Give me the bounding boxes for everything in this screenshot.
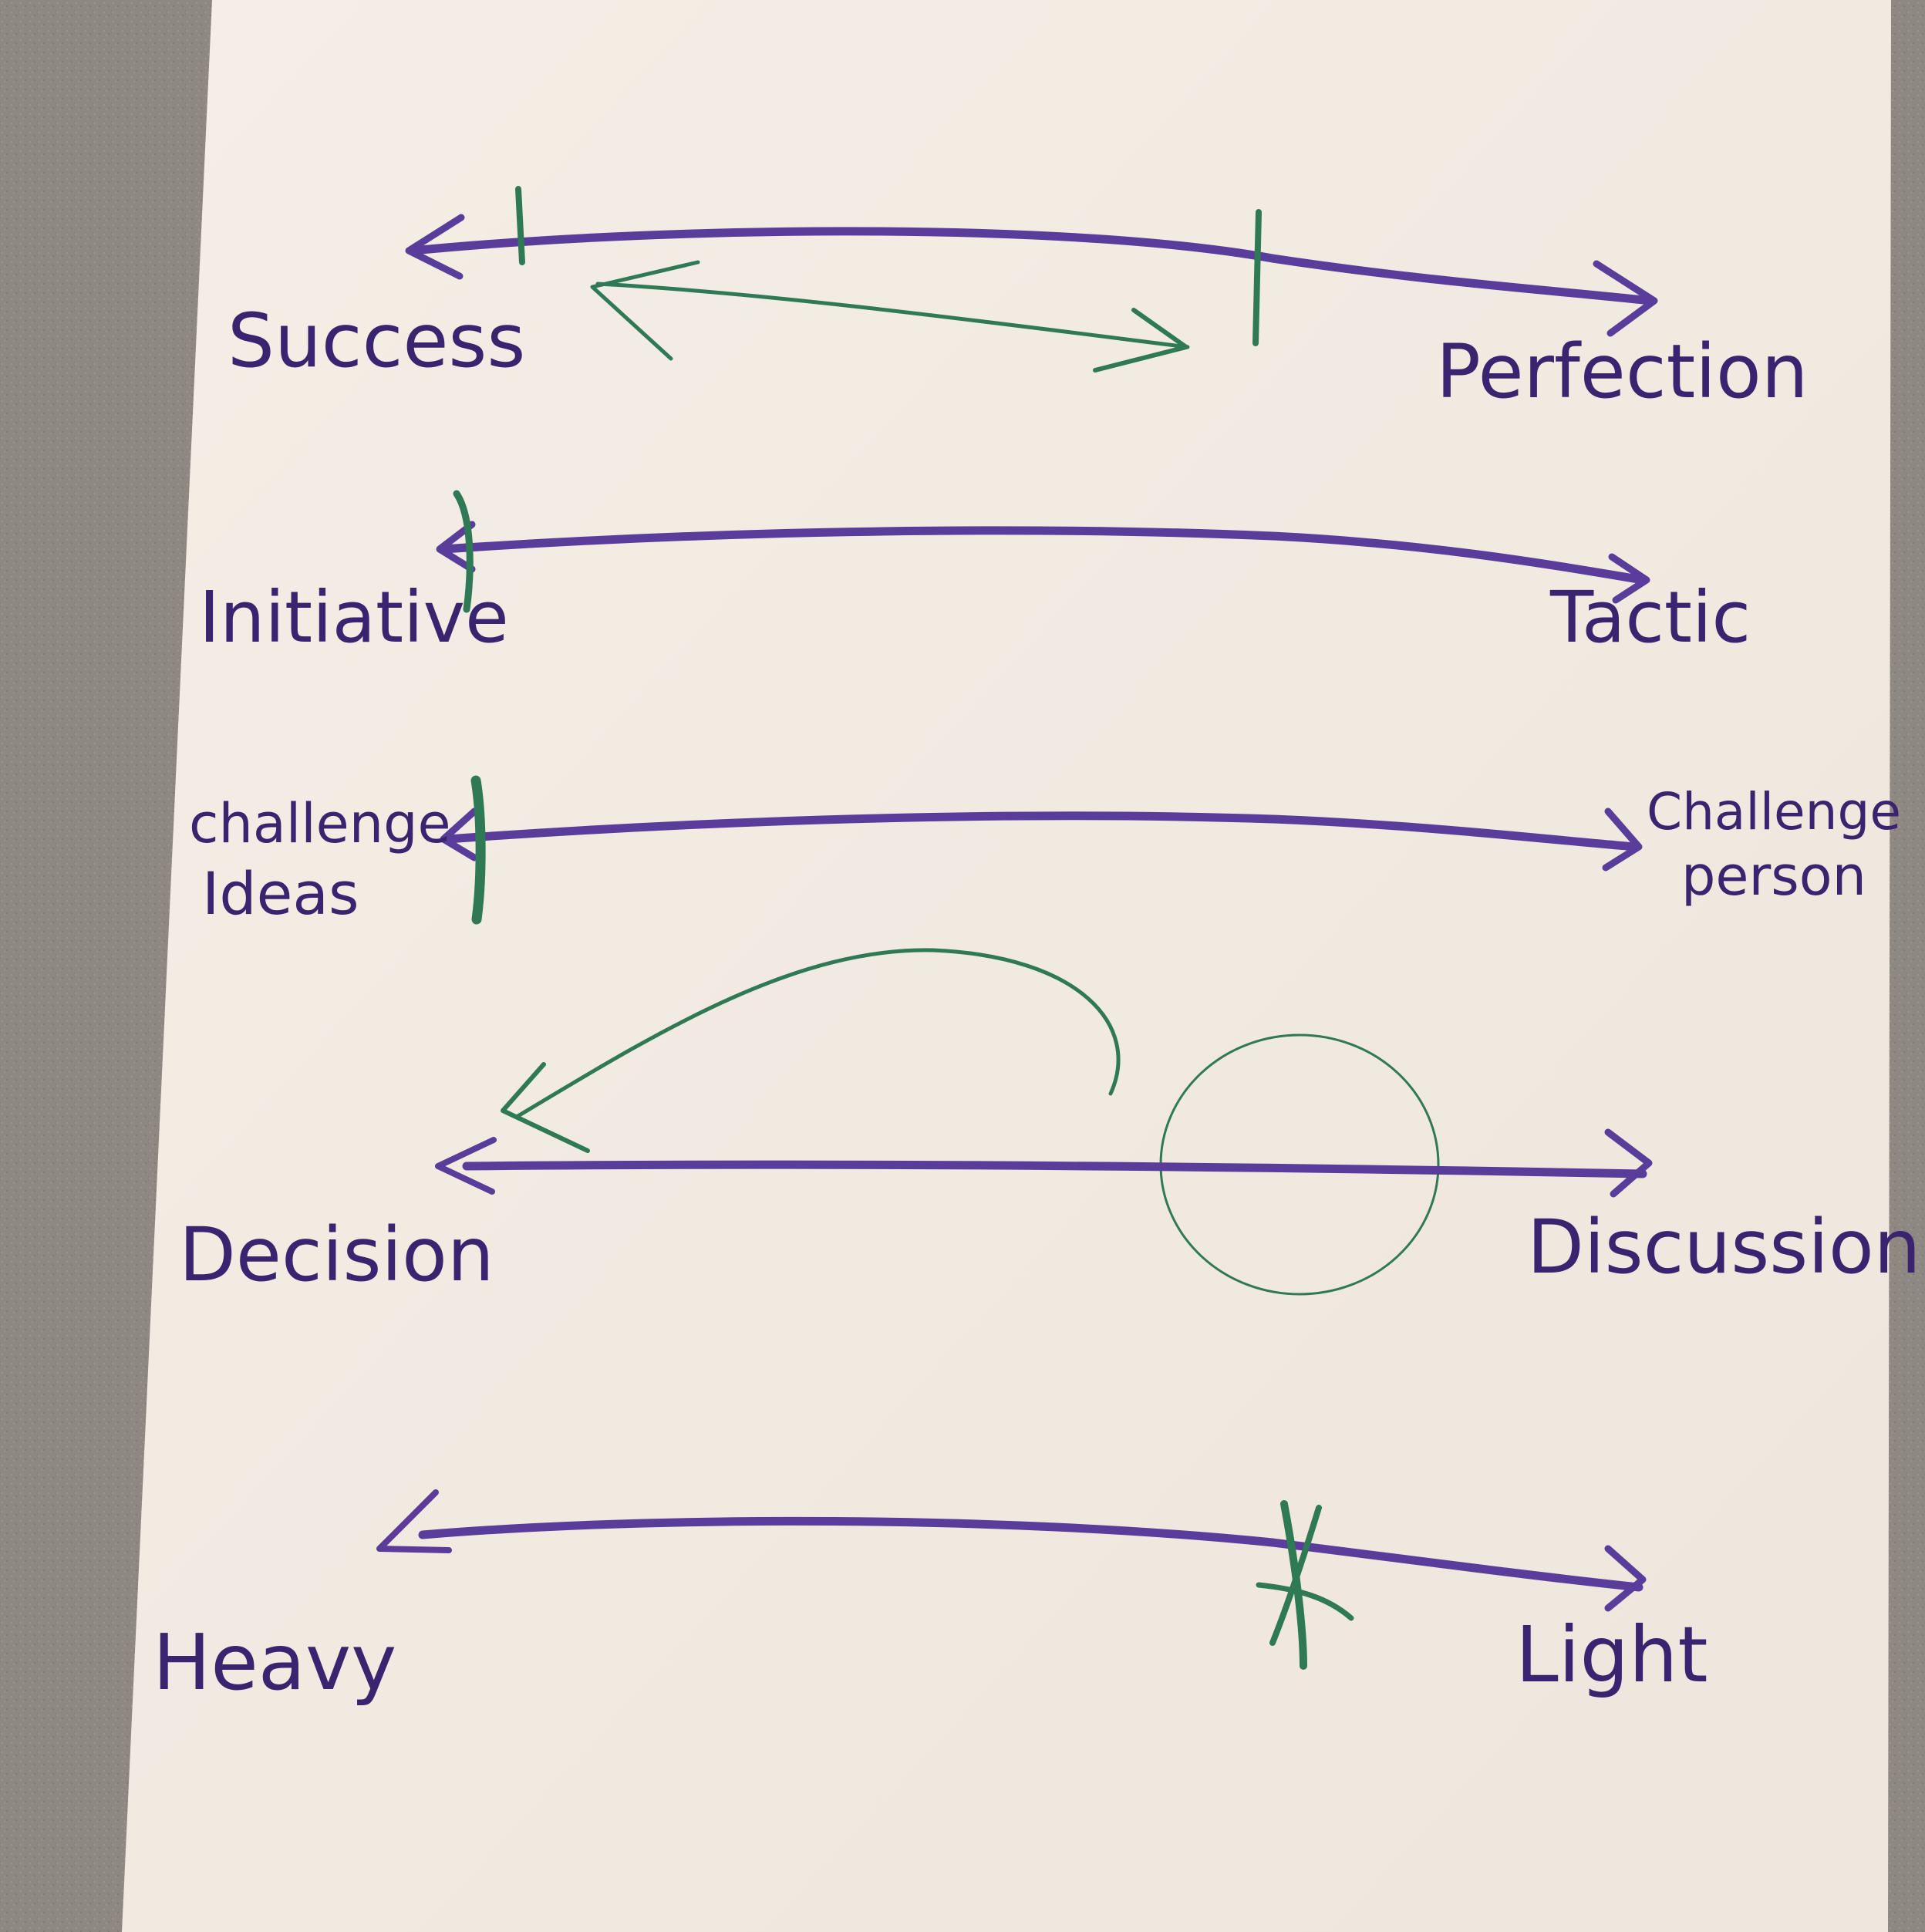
purple-arrow-line (408, 227, 1655, 305)
scale-left-label: Decision (179, 1212, 494, 1298)
scale-right-label: Tactic (1549, 576, 1751, 659)
scale-left-label-line1: challenge (189, 792, 451, 855)
purple-arrow-line (443, 811, 1640, 851)
green-curved-arrow (514, 948, 1121, 1119)
scale-left-label-line2: Ideas (202, 859, 359, 928)
purple-arrow-line (462, 1160, 1647, 1178)
scale-heavy-light: Heavy Light (153, 1489, 1708, 1708)
purple-arrow-right-head (1604, 1128, 1653, 1198)
green-tick-right (1252, 209, 1262, 346)
purple-arrow-left-head (440, 808, 478, 861)
purple-arrow-right-head (1608, 553, 1650, 604)
purple-arrow-left-head (436, 521, 476, 573)
scale-left-label: Success (228, 298, 525, 384)
purple-arrow-line (418, 1516, 1643, 1592)
purple-arrow-right-head (1593, 260, 1658, 337)
scale-right-label-line1: Challenge (1647, 782, 1901, 841)
purple-arrow-left-head (405, 214, 465, 280)
green-double-arrow-left-head (590, 260, 700, 361)
scale-right-label: Perfection (1436, 329, 1809, 415)
scale-success-perfection: Success Perfection (228, 186, 1809, 415)
green-x-mark-stroke2 (1269, 1505, 1322, 1646)
purple-arrow-line (439, 526, 1647, 585)
purple-arrow-right-head (1604, 1545, 1647, 1612)
green-tick-left (470, 775, 486, 925)
scale-right-label-line2: person (1681, 845, 1866, 908)
scale-decision-discussion: Decision Discussion (179, 948, 1921, 1298)
purple-arrow-right-head (1602, 808, 1643, 872)
scale-right-label: Discussion (1527, 1204, 1921, 1290)
green-curved-arrow-head (501, 1062, 590, 1153)
scale-left-label: Heavy (153, 1617, 396, 1708)
scale-right-label: Light (1515, 1610, 1708, 1700)
scale-left-label: Initiative (199, 576, 509, 659)
scale-ideas-person: challenge Ideas Challenge person (189, 775, 1901, 928)
purple-arrow-left-head (435, 1137, 497, 1195)
green-x-mark-stroke3 (1256, 1582, 1354, 1621)
green-tick-left (453, 490, 474, 613)
purple-arrow-left-head (376, 1489, 452, 1553)
green-double-arrow (595, 282, 1190, 349)
paper-sheet (122, 0, 1891, 1932)
green-double-arrow-right-head (1093, 308, 1188, 373)
scale-initiative-tactic: Initiative Tactic (199, 490, 1751, 659)
green-tick-left (515, 186, 525, 265)
